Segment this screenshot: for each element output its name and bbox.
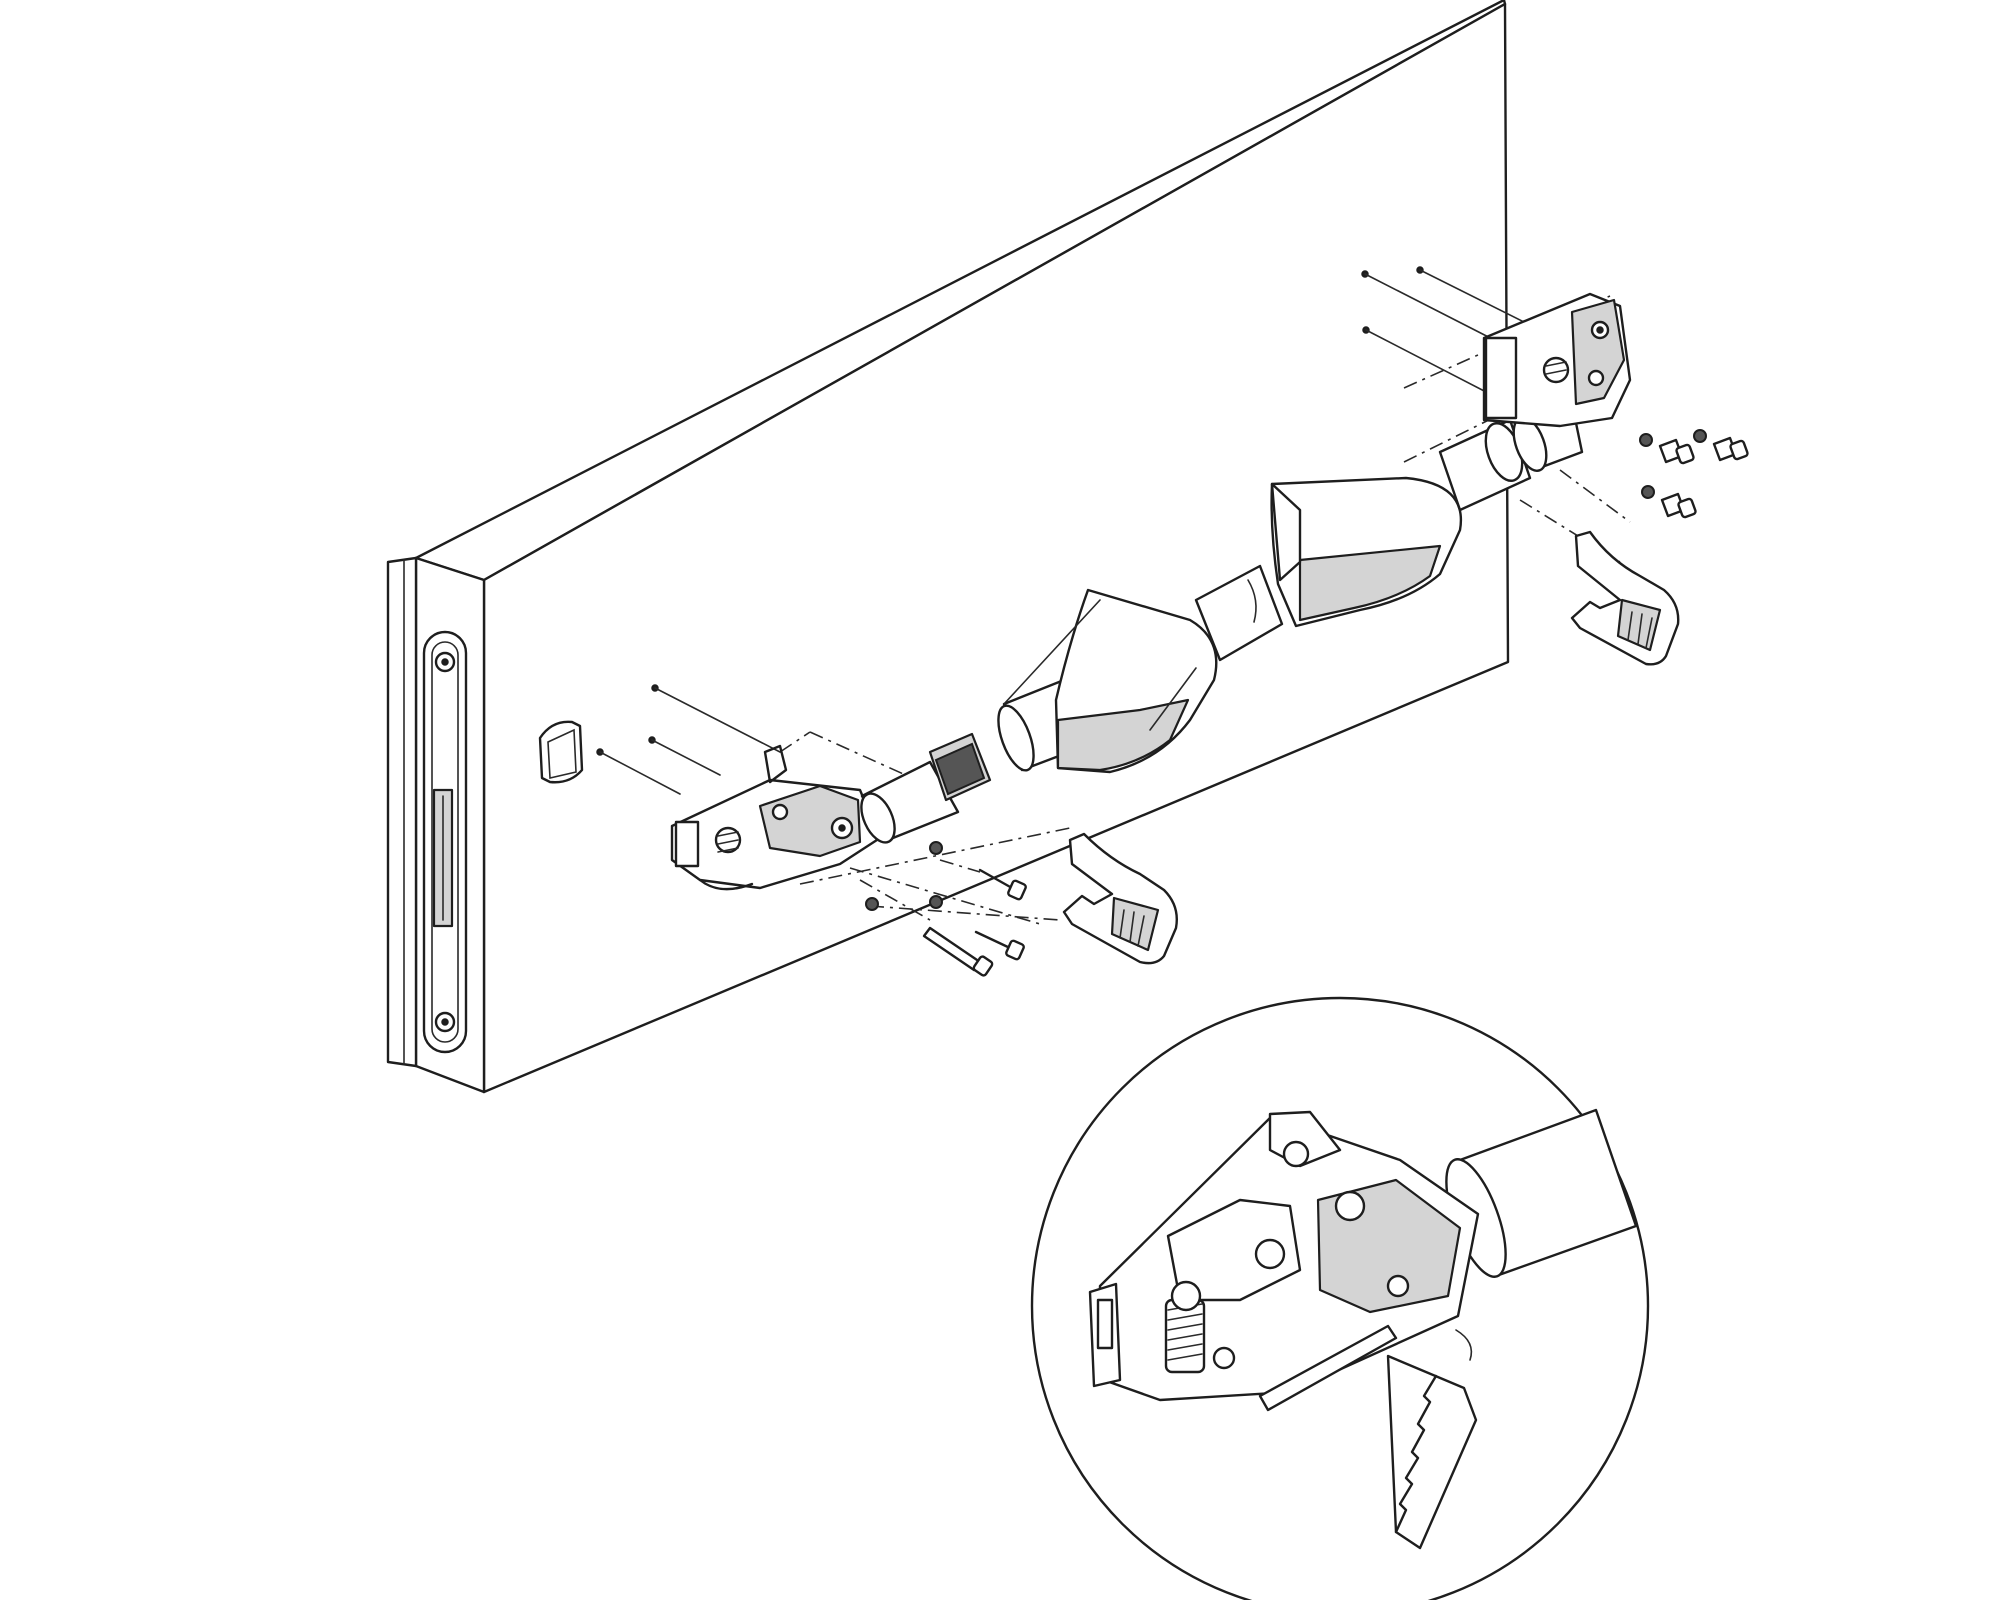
screw <box>978 868 1027 901</box>
screw <box>1658 438 1695 465</box>
washer <box>1639 433 1653 447</box>
detail-saw-blade <box>1386 1354 1478 1550</box>
screw <box>1712 436 1749 462</box>
mounting-cutout <box>538 720 584 784</box>
right-hinge-mechanism <box>1482 292 1632 428</box>
lock-faceplate <box>422 630 468 1054</box>
detail-bolt <box>1254 1238 1286 1270</box>
right-cover-shell <box>1570 530 1680 666</box>
left-hinge-clip <box>674 820 700 868</box>
screw <box>1660 492 1697 519</box>
washer <box>929 895 943 909</box>
washer <box>929 841 943 855</box>
washer <box>1641 485 1655 499</box>
right-hinge-spring <box>1542 356 1570 384</box>
right-hinge-plate <box>1484 336 1518 420</box>
left-hinge-mechanism <box>670 744 882 891</box>
detail-bolt <box>1334 1190 1366 1222</box>
door-frame-strip <box>386 556 418 1068</box>
washer <box>865 897 879 911</box>
washer <box>1693 429 1707 443</box>
right-mounting-screws <box>1639 429 1749 519</box>
saw-blade-body <box>1386 1354 1478 1550</box>
left-cover-shell <box>1062 832 1178 965</box>
left-hinge-tab <box>763 744 788 784</box>
long-screw <box>922 926 994 977</box>
detail-bolt <box>1170 1280 1202 1312</box>
bar-rod-mid <box>1194 564 1284 662</box>
detail-magnifier <box>1030 996 1650 1600</box>
screw <box>974 930 1025 961</box>
detail-pin <box>1258 1324 1398 1412</box>
left-mounting-screws <box>859 841 1027 977</box>
handle-bar <box>860 392 1584 844</box>
right-end-cover <box>1570 530 1680 666</box>
left-end-cover <box>1062 832 1178 965</box>
left-hinge-spring <box>714 826 742 854</box>
